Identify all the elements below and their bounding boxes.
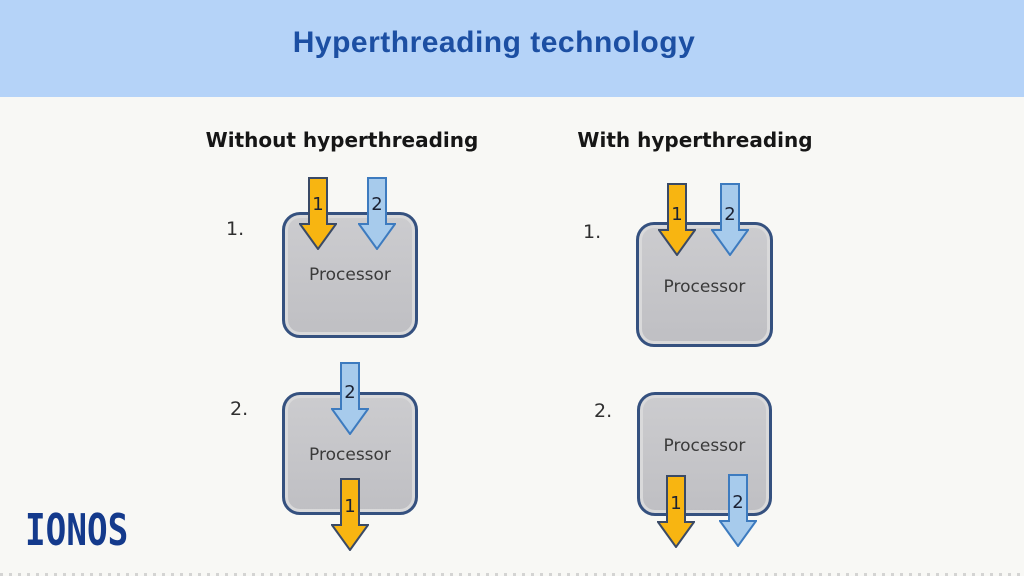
title-banner	[0, 0, 1024, 97]
row-index-label: 2.	[594, 400, 613, 422]
thread-number: 2	[371, 194, 383, 215]
processor-box: Processor	[282, 212, 418, 338]
row-index-label: 2.	[230, 398, 249, 420]
processor-box: Processor	[636, 222, 773, 347]
thread-arrow-icon: 1	[657, 475, 695, 548]
processor-label: Processor	[663, 436, 746, 456]
processor-label: Processor	[309, 445, 391, 465]
thread-number: 1	[312, 194, 324, 215]
thread-number: 1	[670, 493, 682, 514]
thread-number: 2	[732, 492, 744, 513]
thread-number: 2	[344, 382, 356, 403]
thread-arrow-icon: 2	[358, 177, 396, 250]
column-heading-with-hyperthreading: With hyperthreading	[577, 128, 813, 152]
thread-number: 2	[724, 204, 736, 225]
processor-box: Processor	[637, 392, 772, 516]
processor-label: Processor	[663, 277, 746, 297]
column-heading-without-hyperthreading: Without hyperthreading	[205, 128, 479, 152]
thread-number: 1	[344, 496, 356, 517]
thread-arrow-icon: 1	[658, 183, 696, 256]
thread-arrow-icon: 2	[719, 474, 757, 547]
ionos-logo: IONOS	[25, 505, 129, 556]
page-title: Hyperthreading technology	[292, 26, 696, 59]
thread-arrow-icon: 2	[711, 183, 749, 256]
thread-arrow-icon: 1	[331, 478, 369, 551]
thread-number: 1	[671, 204, 683, 225]
processor-label: Processor	[309, 265, 391, 285]
thread-arrow-icon: 1	[299, 177, 337, 250]
thread-arrow-icon: 2	[331, 362, 369, 435]
row-index-label: 1.	[583, 221, 602, 243]
bottom-dotted-edge	[0, 573, 1024, 576]
row-index-label: 1.	[226, 218, 245, 240]
